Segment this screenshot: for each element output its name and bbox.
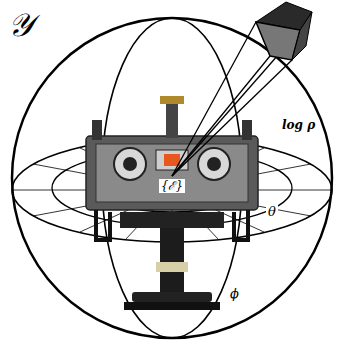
outer-ring bbox=[12, 138, 332, 242]
camera-frustum bbox=[172, 2, 312, 176]
sphere-outline bbox=[12, 18, 332, 338]
radial-lines bbox=[12, 138, 332, 242]
set-symbol: {ℰ} bbox=[159, 179, 185, 193]
axis-label: ϕ bbox=[228, 286, 241, 301]
axis-label: log ρ bbox=[280, 118, 317, 132]
axis-label: θ bbox=[266, 204, 278, 219]
camera-rig bbox=[86, 96, 258, 310]
space-symbol: 𝒴 bbox=[6, 8, 35, 42]
